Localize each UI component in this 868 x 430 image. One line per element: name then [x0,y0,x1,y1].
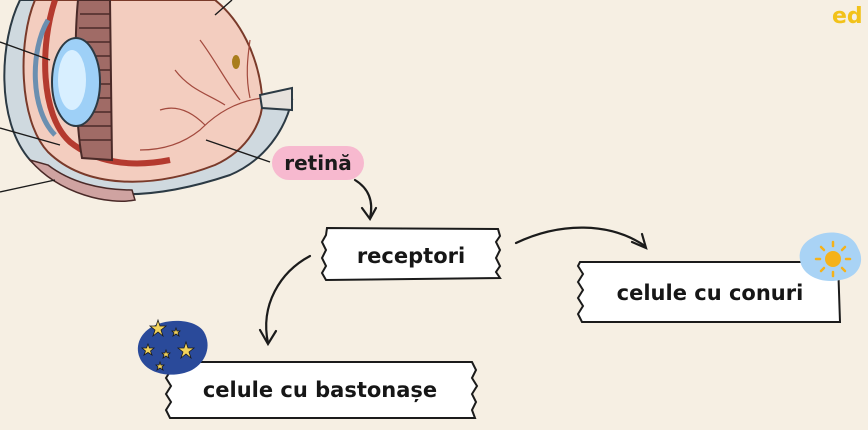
sun-icon [799,232,862,282]
arrow-receptori-to-conuri [514,226,648,250]
arrow-retina-to-receptori [353,178,378,222]
receptori-label: receptori [356,244,466,268]
retina-label: retină [272,146,364,180]
eye-anatomy-illustration [0,0,294,202]
receptori-card [320,226,502,282]
stars-icon [137,318,208,375]
cones-label: celule cu conuri [616,281,804,305]
rods-label: celule cu bastonașe [202,378,438,402]
bastonase-card [164,361,479,419]
brand-logo: ed [832,4,863,29]
arrow-receptori-to-bastonase [258,254,312,347]
conuri-card [576,261,842,323]
